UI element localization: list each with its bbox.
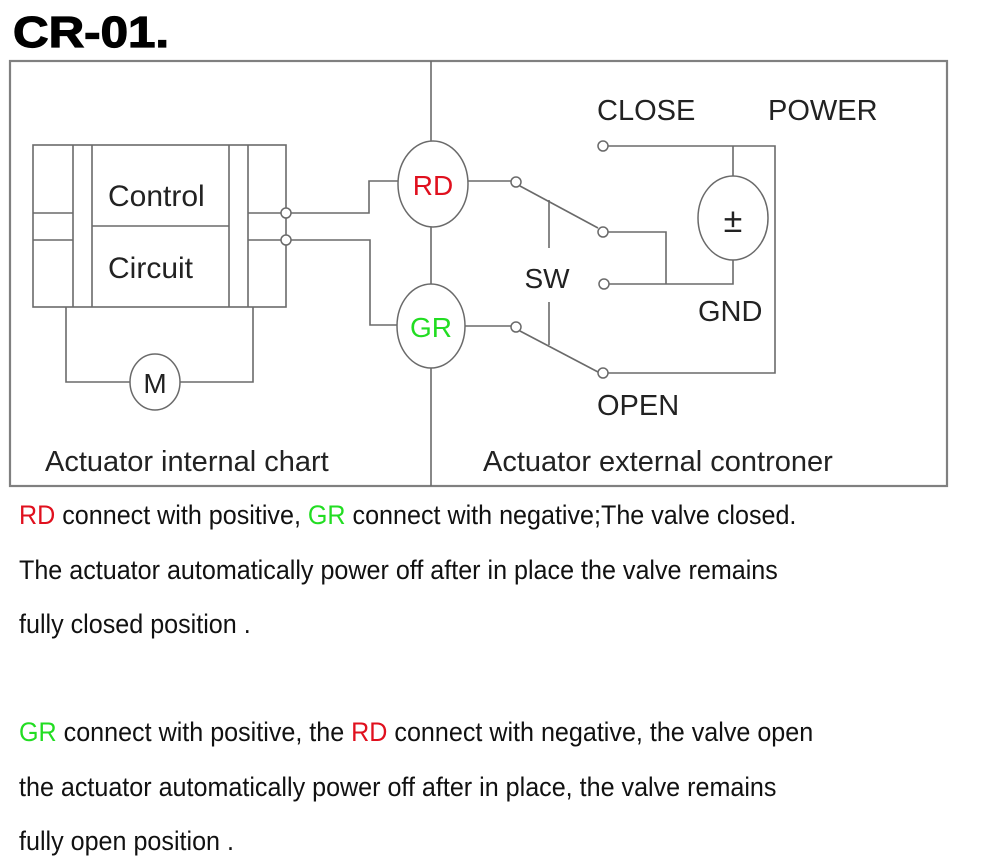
control-circuit-block bbox=[32, 144, 287, 308]
motor-label: M bbox=[143, 368, 166, 399]
open-note-line-2: the actuator automatically power off aft… bbox=[19, 772, 777, 802]
rd-wire-line bbox=[291, 180, 398, 214]
close-note-line-1: RD connect with positive, GR connect wit… bbox=[19, 500, 796, 531]
rd-wire-ref: RD bbox=[19, 500, 56, 530]
switch-pivot-icon bbox=[510, 321, 522, 333]
switch-blade-lower bbox=[519, 330, 599, 373]
control-label: Control bbox=[108, 180, 205, 213]
note-text: connect with negative;The valve closed. bbox=[345, 500, 797, 530]
motor-loop bbox=[65, 307, 254, 383]
power-loop bbox=[608, 145, 776, 374]
wiring-diagram: Control Circuit M Actuator internal char… bbox=[8, 59, 949, 488]
diagram-frame bbox=[8, 59, 949, 488]
close-note-line-3: fully closed position . bbox=[19, 609, 251, 639]
close-note-line-2: The actuator automatically power off aft… bbox=[19, 555, 778, 585]
contact-icon bbox=[597, 226, 609, 238]
gnd-lead bbox=[609, 260, 734, 285]
switch-label: SW bbox=[524, 263, 570, 294]
note-text: connect with positive, the bbox=[56, 717, 352, 747]
switch-pivot-icon bbox=[510, 176, 522, 188]
contact-jumper bbox=[608, 231, 667, 284]
note-text: connect with negative, the valve open bbox=[387, 717, 814, 747]
terminal-icon bbox=[280, 207, 292, 219]
note-text: connect with positive, bbox=[55, 500, 308, 530]
open-note-line-1: GR connect with positive, the RD connect… bbox=[19, 717, 813, 748]
switch-blade-upper bbox=[519, 185, 599, 229]
power-source-icon bbox=[697, 175, 769, 261]
gr-wire-ref: GR bbox=[19, 717, 57, 747]
diagram-title: CR-01. bbox=[12, 7, 170, 57]
gr-wire-ref: GR bbox=[307, 500, 346, 530]
gr-wire-line bbox=[291, 239, 398, 326]
power-label: POWER bbox=[768, 95, 878, 127]
rd-terminal-node bbox=[397, 140, 469, 228]
gr-label: GR bbox=[410, 312, 452, 343]
open-note-line-3: fully open position . bbox=[19, 826, 234, 856]
circuit-label: Circuit bbox=[108, 252, 194, 285]
close-contact-icon bbox=[597, 140, 609, 152]
open-contact-icon bbox=[597, 367, 609, 379]
close-label: CLOSE bbox=[597, 95, 695, 127]
rd-wire-ref: RD bbox=[351, 717, 388, 747]
motor-icon bbox=[129, 353, 181, 411]
terminal-icon bbox=[280, 234, 292, 246]
power-symbol: ± bbox=[724, 202, 743, 240]
external-caption: Actuator external controner bbox=[483, 446, 833, 478]
contact-icon bbox=[598, 278, 610, 290]
gnd-label: GND bbox=[698, 296, 762, 328]
internal-caption: Actuator internal chart bbox=[45, 446, 329, 478]
open-label: OPEN bbox=[597, 390, 679, 422]
rd-label: RD bbox=[413, 170, 453, 201]
